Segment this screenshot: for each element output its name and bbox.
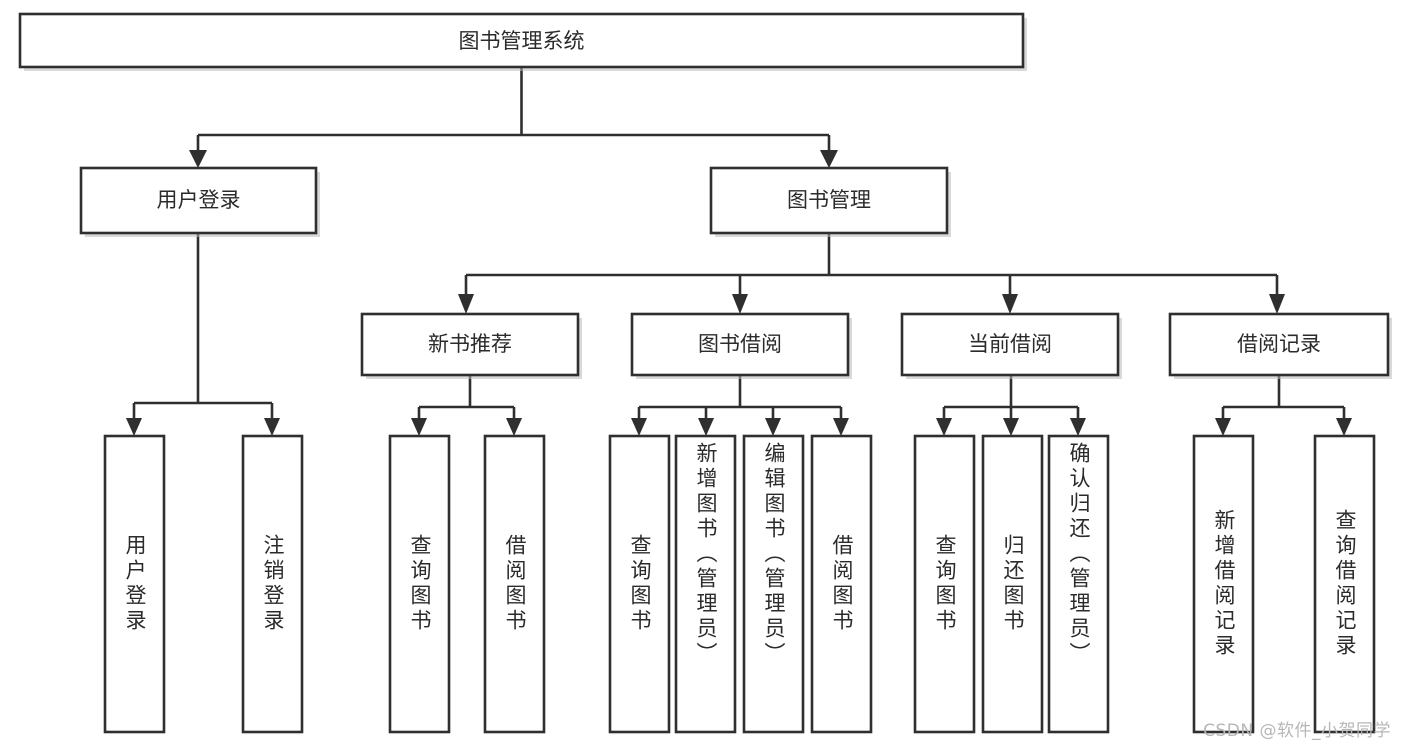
current-borrow-label: 当前借阅 [968, 332, 1052, 356]
leaf-box-return-book[interactable] [981, 434, 1044, 734]
leaf-box-add-book[interactable] [674, 434, 737, 734]
current-borrow-box[interactable] [900, 312, 1120, 377]
arrow-to-book-mgmt [820, 150, 838, 168]
borrow-record-box[interactable] [1168, 312, 1390, 377]
borrow-record-label: 借阅记录 [1237, 332, 1321, 356]
arrow-to-leaf-add-record [1215, 418, 1231, 436]
book-management-label: 图书管理 [787, 188, 871, 212]
user-login-label: 用户登录 [157, 188, 241, 212]
leaf-box-user-login[interactable] [103, 434, 166, 734]
arrow-to-leaf-user-login [126, 418, 142, 436]
node-root[interactable]: 图书管理系统 [18, 12, 1027, 71]
arrow-to-leaf-add-book [698, 418, 714, 436]
new-book-recommend-box[interactable] [360, 312, 580, 377]
leaf-box-add-record[interactable] [1192, 434, 1255, 734]
root-label: 图书管理系统 [459, 29, 585, 53]
leaf-box-borrow-book-1[interactable] [483, 434, 546, 734]
arrow-to-leaf-borrow-book-2 [833, 418, 849, 436]
arrow-to-leaf-return-book [1003, 418, 1019, 436]
arrow-to-leaf-query-book-2 [631, 418, 647, 436]
book-management-box[interactable] [709, 166, 949, 235]
leaf-box-confirm-return[interactable] [1047, 434, 1110, 734]
node-book-borrow[interactable]: 图书借阅 [630, 312, 852, 379]
arrow-to-new-book [458, 294, 474, 314]
leaf-box-borrow-book-2[interactable] [810, 434, 873, 734]
arrow-to-user-login [189, 150, 207, 168]
arrow-to-leaf-query-book-1 [411, 418, 427, 436]
book-borrow-label: 图书借阅 [698, 332, 782, 356]
arrow-to-leaf-logout [264, 418, 280, 436]
node-current-borrow[interactable]: 当前借阅 [900, 312, 1122, 379]
user-login-box[interactable] [79, 166, 318, 235]
arrow-to-leaf-confirm-return [1070, 418, 1086, 436]
arrow-to-current [1002, 294, 1018, 314]
leaf-box-query-book-2[interactable] [608, 434, 671, 734]
arrow-to-leaf-edit-book [765, 418, 781, 436]
arrow-to-leaf-query-book-3 [936, 418, 952, 436]
arrow-to-record [1269, 294, 1285, 314]
connector-layer [126, 67, 1352, 436]
node-new-book-recommend[interactable]: 新书推荐 [360, 312, 582, 379]
book-borrow-box[interactable] [630, 312, 850, 377]
leaf-box-edit-book[interactable] [742, 434, 805, 734]
leaf-box-layer [103, 434, 1376, 734]
arrow-to-borrow [732, 294, 748, 314]
arrow-to-leaf-query-record [1336, 418, 1352, 436]
root-box[interactable] [18, 12, 1025, 69]
new-book-recommend-label: 新书推荐 [428, 332, 512, 356]
node-book-management[interactable]: 图书管理 [709, 166, 951, 237]
leaf-box-logout[interactable] [241, 434, 304, 734]
node-user-login[interactable]: 用户登录 [79, 166, 320, 237]
csdn-watermark: CSDN @软件_小贺同学 [1203, 721, 1391, 741]
leaf-box-query-record[interactable] [1313, 434, 1376, 734]
node-borrow-record[interactable]: 借阅记录 [1168, 312, 1392, 379]
leaf-box-query-book-1[interactable] [388, 434, 451, 734]
arrow-to-leaf-borrow-book-1 [506, 418, 522, 436]
leaf-box-query-book-3[interactable] [913, 434, 976, 734]
